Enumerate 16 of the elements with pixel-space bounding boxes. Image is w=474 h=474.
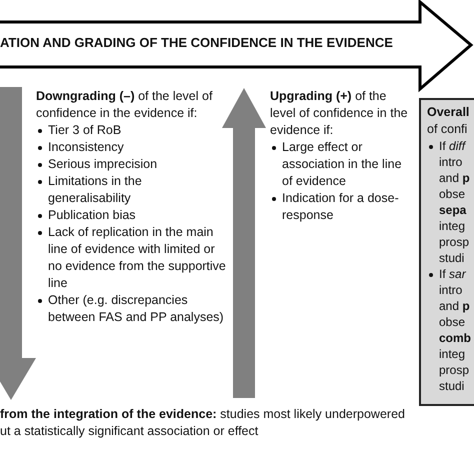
summary-panel [419, 98, 474, 406]
panel-heading: Overall of confi [427, 104, 470, 138]
bullet-text: Tier 3 of RoB [48, 123, 122, 137]
list-heading: Upgrading (+) of the level of confidence in the evidence if: [270, 88, 409, 139]
bullet-text: Limitations in the generalisability [48, 174, 142, 205]
bullet-text: Lack of replication in the main line of evidence with limited or no evidence from the supportive line [48, 225, 226, 290]
banner-title: ATION AND GRADING OF THE CONFIDENCE IN THE EVIDENCE [0, 35, 415, 51]
bullet-text: Large effect or association in the line of evidence [282, 140, 402, 188]
bullet-text: If sar intro and p obse comb integ prosp studi [439, 267, 472, 393]
footer-text: from the integration of the evidence: studies most likely underpowered ut a statistically significant association or effect [0, 406, 405, 440]
bullet-text: Serious imprecision [48, 157, 158, 171]
list-heading: Downgrading (–) of the level of confidence in the evidence if: [36, 88, 214, 122]
bullet-text: Publication bias [48, 208, 136, 222]
bullet-text: Indication for a dose-response [282, 191, 399, 222]
bullet-text: Inconsistency [48, 140, 124, 154]
bullet-text: Other (e.g. discrepancies between FAS and PP analyses) [48, 293, 224, 324]
